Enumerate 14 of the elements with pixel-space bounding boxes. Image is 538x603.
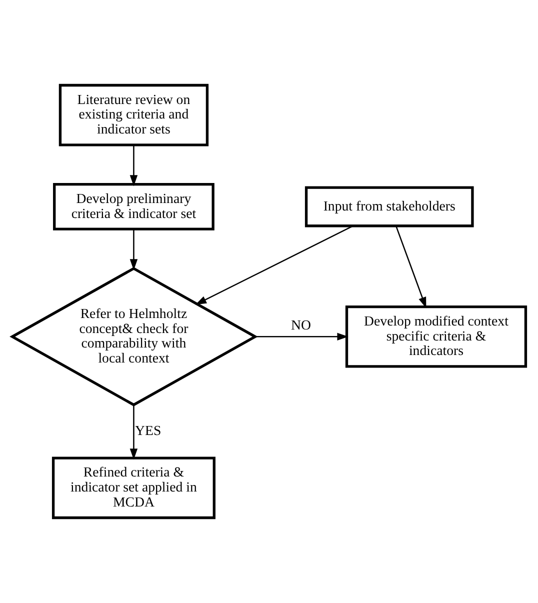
node-box: Refined criteria & indicator set applied in MCDA	[52, 456, 216, 520]
node-box: Input from stakeholders	[304, 186, 474, 228]
arrow	[130, 229, 138, 270]
arrow	[255, 332, 348, 341]
node-diamond: Refer to Helmholtz concept& check for comparability with local context	[10, 266, 258, 406]
arrow	[395, 226, 426, 308]
edge-label: NO	[290, 318, 311, 333]
edge-label: YES	[135, 423, 162, 438]
arrow	[195, 225, 354, 305]
node-box: Develop preliminary criteria & indicator set	[53, 183, 214, 230]
node-box: Literature review on existing criteria and indicator sets	[58, 84, 209, 146]
arrow	[130, 404, 138, 460]
arrow	[130, 144, 138, 186]
node-box: Develop modified context specific criteria & indicators	[345, 306, 528, 368]
